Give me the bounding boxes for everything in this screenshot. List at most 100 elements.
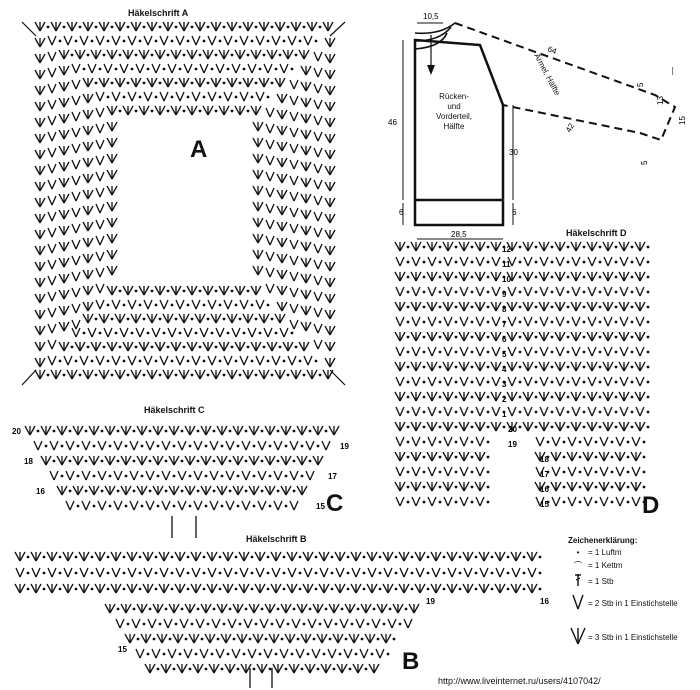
chain-dot — [130, 67, 134, 71]
stitch-fan — [410, 421, 422, 432]
stitch-fan — [47, 99, 57, 110]
chain-dot — [566, 320, 570, 324]
stitch-fan — [170, 341, 182, 352]
stitch-fan — [264, 603, 276, 614]
stitch-fan — [210, 313, 222, 324]
stitch-fan — [490, 271, 502, 282]
stitch-fan — [97, 500, 107, 511]
stitch-fan — [135, 63, 145, 74]
stitch-fan — [71, 79, 81, 90]
stitch-fan — [225, 470, 235, 481]
stitch-fan — [459, 406, 469, 417]
stitch-fan — [111, 299, 121, 310]
row-number: 8 — [502, 305, 507, 314]
chain-dot — [68, 489, 72, 493]
stitch-fan — [167, 648, 177, 659]
stitch-fan — [111, 355, 121, 366]
stitch-fan — [571, 316, 581, 327]
stitch-fan — [81, 440, 91, 451]
stitch-fan — [114, 77, 126, 88]
chain-dot — [438, 485, 442, 489]
stitch-fan — [276, 109, 288, 120]
stitch-fan — [104, 485, 116, 496]
stitch-fan — [58, 273, 70, 284]
chain-dot — [134, 53, 138, 57]
stitch-fan — [276, 141, 288, 152]
chain-dot — [406, 365, 410, 369]
chain-dot — [566, 305, 570, 309]
chart-a-label: A — [190, 136, 208, 163]
chain-dot — [270, 373, 274, 377]
stitch-fan — [459, 436, 469, 447]
chain-dot — [594, 500, 598, 504]
stitch-fan — [241, 440, 251, 451]
chain-dot — [470, 350, 474, 354]
stitch-fan — [311, 648, 321, 659]
chain-dot — [260, 607, 264, 611]
stitch-fan — [95, 355, 105, 366]
stitch-fan — [47, 323, 57, 334]
stitch-fan — [184, 603, 196, 614]
stitch-fan — [475, 256, 485, 267]
stitch-fan — [15, 567, 25, 578]
stitch-fan — [168, 603, 180, 614]
dim-hem-right: 6 — [512, 208, 517, 217]
stitch-fan — [216, 425, 228, 436]
stitch-fan — [458, 481, 470, 492]
chain-dot — [170, 555, 174, 559]
stitch-fan — [618, 241, 630, 252]
stitch-fan — [58, 341, 70, 352]
chain-dot — [486, 470, 490, 474]
chain-dot — [150, 53, 154, 57]
stitch-fan — [443, 346, 453, 357]
stitch-fan — [226, 77, 238, 88]
chain-dot — [406, 455, 410, 459]
stitch-fan — [257, 440, 267, 451]
chain-dot — [244, 429, 248, 433]
stitch-fan — [135, 327, 145, 338]
stitch-fan — [555, 376, 565, 387]
chain-dot — [70, 53, 74, 57]
stitch-fan — [392, 603, 404, 614]
stitch-fan — [395, 466, 405, 477]
stitch-fan — [113, 470, 123, 481]
chain-dot — [454, 410, 458, 414]
dim-cuff-a: 5 — [636, 82, 645, 87]
stitch-fan — [243, 618, 253, 629]
chain-dot — [126, 373, 130, 377]
stitch-fan — [327, 648, 337, 659]
stitch-fan — [360, 603, 372, 614]
chain-dot — [410, 555, 414, 559]
stitch-fan — [177, 500, 187, 511]
stitch-fan — [300, 161, 312, 172]
stitch-fan — [395, 286, 405, 297]
stitch-fan — [106, 49, 118, 60]
stitch-fan — [106, 249, 118, 260]
stitch-fan — [210, 77, 222, 88]
chain-dot — [70, 345, 74, 349]
stitch-fan — [47, 83, 57, 94]
chain-dot — [534, 425, 538, 429]
chain-dot — [138, 359, 142, 363]
chain-dot — [230, 53, 234, 57]
chain-dot — [198, 109, 202, 113]
stitch-fan — [95, 123, 105, 134]
chain-dot — [286, 25, 290, 29]
chain-dot — [470, 275, 474, 279]
stitch-fan — [289, 223, 299, 234]
stitch-fan — [71, 175, 81, 186]
chain-dot — [106, 303, 110, 307]
stitch-fan — [122, 341, 134, 352]
stitch-fan — [248, 425, 260, 436]
stitch-fan — [618, 391, 630, 402]
chain-dot — [278, 345, 282, 349]
stitch-fan — [586, 331, 598, 342]
stitch-fan — [258, 369, 270, 380]
stitch-fan — [184, 455, 196, 466]
chain-dot — [282, 359, 286, 363]
stitch-fan — [431, 567, 441, 578]
chain-dot — [254, 622, 258, 626]
stitch-fan — [324, 69, 336, 80]
stitch-fan — [491, 316, 501, 327]
stitch-fan — [58, 209, 70, 220]
